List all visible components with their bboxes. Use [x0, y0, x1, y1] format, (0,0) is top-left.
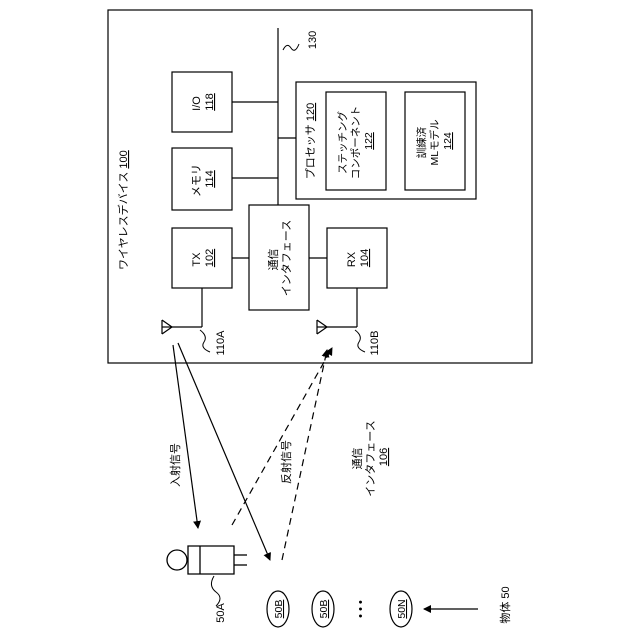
antenna-a-leader — [200, 330, 210, 352]
person-ref: 50A — [215, 603, 227, 623]
antenna-a-ref: 110A — [215, 330, 227, 356]
ml-model-label: 訓練済 MLモデル 124 — [415, 116, 454, 165]
processor-label: プロセッサ 120 — [304, 103, 317, 179]
wireless-device-title: ワイヤレスデバイス 100 — [116, 150, 130, 270]
person-leader — [211, 576, 220, 606]
io-label: I/O 118 — [191, 93, 216, 111]
object-50b-first-label: 50B — [273, 600, 285, 619]
bus-ref: 130 — [307, 31, 319, 49]
comm-interface-external-label: 通信 インタフェース 106 — [351, 417, 390, 497]
objects-ellipsis: • • • — [355, 600, 367, 618]
antenna-b-ref: 110B — [369, 331, 381, 356]
memory-label: メモリ 114 — [191, 161, 216, 197]
comm-interface-internal-label: 通信 インタフェース — [267, 220, 293, 296]
antenna-b-icon — [317, 320, 327, 334]
object-50n-label: 50N — [396, 599, 408, 618]
person-icon — [167, 546, 247, 574]
incident-signal-to-person — [173, 345, 198, 528]
antenna-b-leader — [355, 330, 365, 352]
rx-label: RX 104 — [346, 249, 371, 267]
objects-label: 物体 50 — [498, 586, 512, 623]
object-50b-second-label: 50B — [318, 600, 330, 619]
reflected-signal-label: 反射信号 — [279, 440, 293, 484]
tx-label: TX 102 — [191, 249, 216, 267]
incident-signal-label: 入射信号 — [168, 443, 182, 487]
stitching-component-label: ステッチング コンポーネント 122 — [336, 103, 375, 179]
incident-signal-to-object — [178, 343, 270, 560]
antenna-a-icon — [162, 320, 172, 334]
reflected-signal-from-person — [232, 348, 332, 525]
bus-ref-leader — [283, 44, 299, 50]
